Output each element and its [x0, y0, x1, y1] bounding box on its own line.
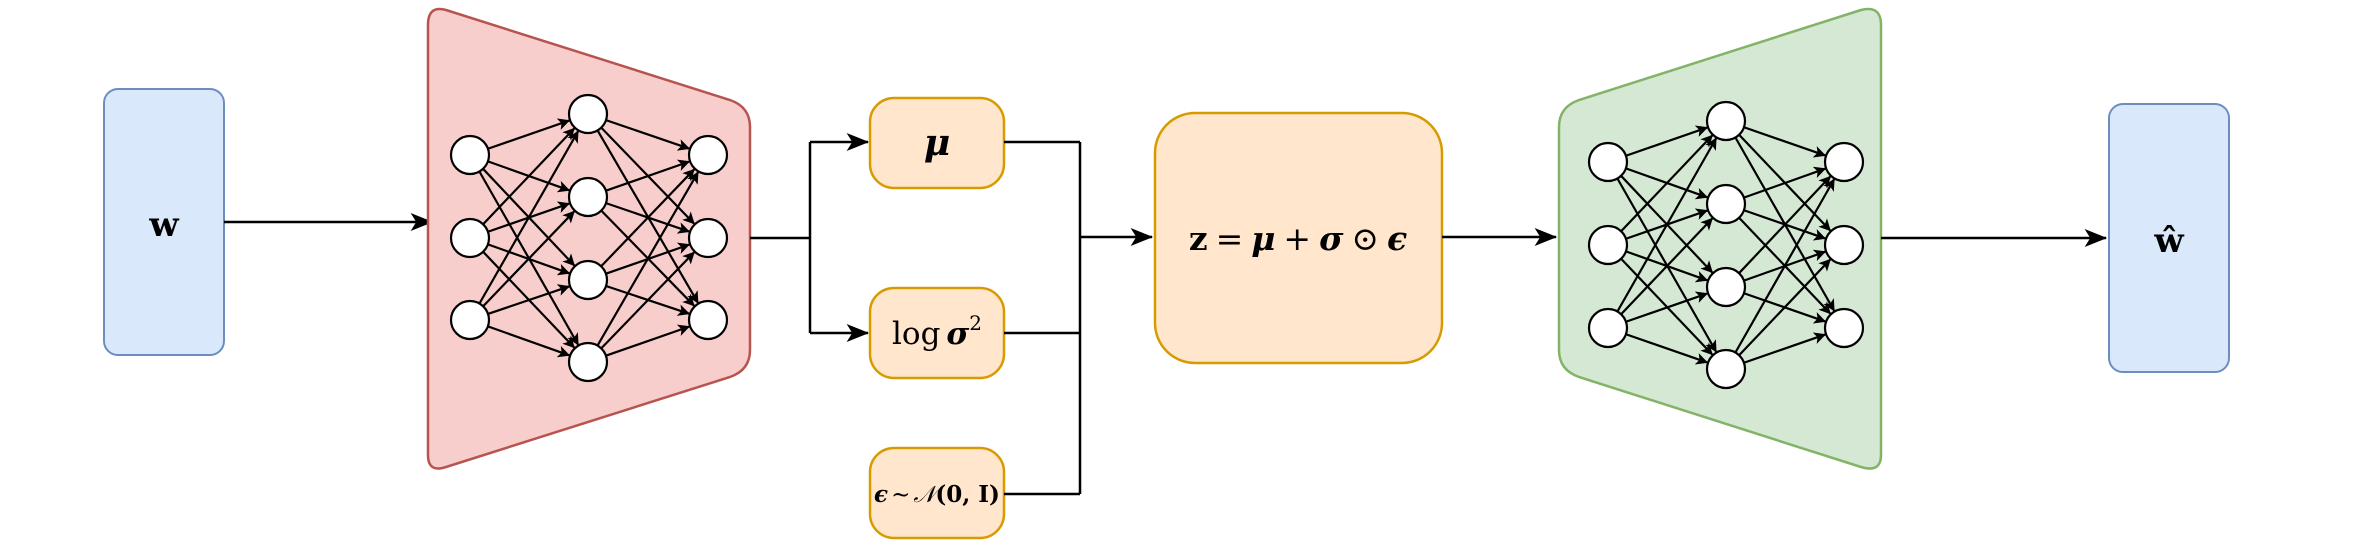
encoder-network	[449, 93, 729, 383]
network-node	[1823, 307, 1865, 349]
mu-box: μ	[868, 96, 1006, 190]
network-node	[567, 176, 609, 218]
epsilon-label: ϵ∼𝒩(0, I)	[874, 481, 1000, 508]
reparam-label: z=μ+σ⊙ϵ	[1189, 219, 1407, 258]
encoder-output-connector	[750, 142, 812, 333]
network-edge	[1743, 126, 1827, 158]
network-edge	[600, 168, 695, 268]
network-node	[687, 217, 729, 259]
decoder-trapezoid	[1557, 7, 1883, 470]
network-node	[449, 134, 491, 176]
output-w-hat-box: ŵ	[2108, 103, 2230, 373]
network-edge	[1625, 333, 1709, 365]
network-node	[1705, 183, 1747, 225]
network-node	[1587, 224, 1629, 266]
network-node	[567, 93, 609, 135]
network-edge	[1734, 178, 1836, 354]
network-node	[1705, 100, 1747, 142]
network-node	[1705, 348, 1747, 390]
network-edge	[1743, 166, 1827, 199]
network-edge	[596, 171, 699, 347]
network-node	[449, 299, 491, 341]
network-edge	[482, 210, 575, 308]
network-edge	[478, 130, 580, 305]
encoder-trapezoid	[426, 7, 752, 470]
network-node	[449, 217, 491, 259]
merge-connector	[1004, 140, 1082, 496]
network-edge	[487, 284, 571, 315]
network-node	[1587, 141, 1629, 183]
input-w-box: w	[103, 88, 225, 356]
network-edge	[1738, 258, 1832, 356]
mu-label: μ	[924, 122, 950, 164]
network-node	[1705, 266, 1747, 308]
network-node	[1587, 307, 1629, 349]
network-node	[1823, 141, 1865, 183]
decoder-network	[1587, 100, 1865, 390]
network-edge	[1616, 137, 1718, 313]
network-edge	[482, 127, 576, 225]
network-edge	[1625, 291, 1709, 323]
network-edge	[1625, 125, 1709, 157]
network-edge	[1620, 217, 1714, 315]
input-w-label: w	[148, 205, 179, 245]
network-node	[687, 299, 729, 341]
epsilon-box: ϵ∼𝒩(0, I)	[868, 446, 1006, 540]
network-edge	[1738, 175, 1832, 274]
network-edge	[605, 324, 691, 357]
network-node	[567, 259, 609, 301]
network-edge	[487, 118, 571, 150]
network-node	[567, 341, 609, 383]
network-edge	[605, 159, 691, 192]
output-w-hat-label: ŵ	[2153, 221, 2184, 261]
network-edge	[605, 119, 691, 151]
reparam-box: z=μ+σ⊙ϵ	[1153, 111, 1444, 365]
network-edge	[600, 251, 695, 350]
network-edge	[487, 325, 571, 358]
network-edge	[1620, 134, 1714, 232]
network-node	[687, 134, 729, 176]
network-edge	[1743, 332, 1827, 364]
network-node	[1823, 224, 1865, 266]
